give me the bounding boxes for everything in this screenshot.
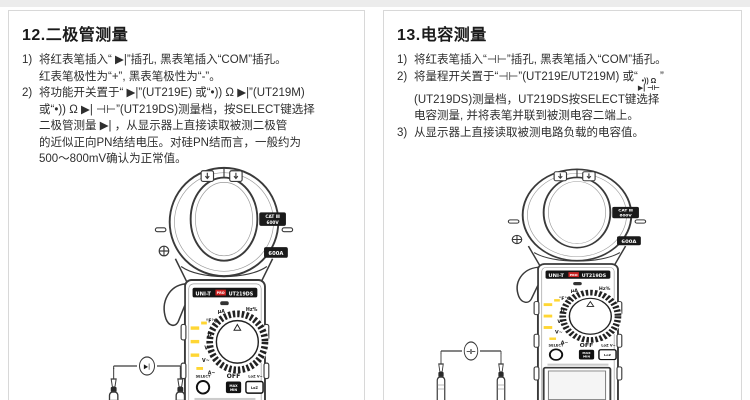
instruction-list: 1) 将红表笔插入“⊣⊢”插孔, 黑表笔插入“COM”插孔。 2) 将量程开关置于“… — [397, 52, 732, 141]
instruction-line: 或“•)) Ω ▶| ⊣⊢”(UT219DS)测量档，按SELECT键选择 — [22, 102, 357, 119]
instruction-line: 3) 从显示器上直接读取被测电路负载的电容值。 — [397, 125, 732, 142]
capacitor-under-test — [463, 341, 479, 361]
instruction-line: 的近似正向PN结结电压。对硅PN结而言，一般约为 — [22, 135, 357, 152]
combo-symbol-top: •)) Ω — [641, 77, 657, 85]
page-top-strip — [0, 0, 750, 7]
line-text: 或“•)) Ω ▶| ⊣⊢”(UT219DS)测量档，按SELECT键选择 — [39, 103, 315, 116]
instruction-line: 二极管测量 ▶| ，从显示器上直接读取被测二极管 — [22, 118, 357, 135]
line-marker: 1) — [22, 54, 33, 66]
instruction-list: 1) 将红表笔插入“ ▶|”插孔, 黑表笔插入“COM”插孔。 红表笔极性为“+”… — [22, 52, 357, 168]
line-text: (UT219DS)测量档，UT219DS按SELECT键选择 — [414, 93, 660, 106]
instruction-line: 2) 将功能开关置于“ ▶|”(UT219E) 或“•)) Ω ▶|”(UT219… — [22, 85, 357, 102]
instruction-line: 电容测量, 并将表笔并联到被测电容二端上。 — [397, 108, 732, 125]
capacitor-test-figure: ⊣⊢ — [436, 341, 506, 400]
clamp-meter-right — [496, 166, 658, 400]
red-probe — [108, 367, 119, 400]
line-marker: 2) — [397, 70, 408, 83]
diode-under-test — [139, 356, 155, 376]
instruction-line: (UT219DS)测量档，UT219DS按SELECT键选择 — [397, 92, 732, 109]
clamp-meter-left — [143, 164, 305, 400]
line-marker: 1) — [397, 54, 408, 66]
line-marker: 3) — [397, 126, 408, 139]
line-text: 500～800mV确认为正常值。 — [39, 153, 187, 165]
line-text: 的近似正向PN结结电压。对硅PN结而言，一般约为 — [39, 136, 301, 149]
line-text: 红表笔极性为“+”, 黑表笔极性为“-”。 — [39, 70, 221, 83]
section-heading: 13.电容测量 — [397, 27, 487, 44]
line-text: 将红表笔插入“⊣⊢”插孔, 黑表笔插入“COM”插孔。 — [414, 54, 667, 66]
section-capacitance-measurement: 13.电容测量 1) 将红表笔插入“⊣⊢”插孔, 黑表笔插入“COM”插孔。 2)… — [383, 10, 742, 400]
section-heading: 12.二极管测量 — [22, 27, 129, 44]
section-diode-measurement: 12.二极管测量 1) 将红表笔插入“ ▶|”插孔, 黑表笔插入“COM”插孔。 … — [8, 10, 365, 400]
line-marker: 2) — [22, 87, 33, 99]
line-text-post: ” — [659, 70, 664, 83]
instruction-line: 1) 将红表笔插入“ ▶|”插孔, 黑表笔插入“COM”插孔。 — [22, 52, 357, 69]
combo-symbol-bottom: ▶| ⊣⊢ — [637, 84, 660, 92]
instruction-line: 红表笔极性为“+”, 黑表笔极性为“-”。 — [22, 69, 357, 86]
diode-symbol: ▶| — [144, 363, 150, 371]
line-text: 从显示器上直接读取被测电路负载的电容值。 — [414, 126, 644, 139]
capacitor-symbol: ⊣⊢ — [466, 348, 476, 356]
combo-dial-symbol: •)) Ω▶| ⊣⊢ — [638, 78, 660, 92]
instruction-line: 2) 将量程开关置于“⊣⊢”(UT219E/UT219M) 或“•)) Ω▶| ⊣… — [397, 69, 732, 92]
instruction-line: 1) 将红表笔插入“⊣⊢”插孔, 黑表笔插入“COM”插孔。 — [397, 52, 732, 69]
line-text-pre: 将量程开关置于“⊣⊢”(UT219E/UT219M) 或“ — [414, 70, 638, 83]
instruction-line: 500～800mV确认为正常值。 — [22, 151, 357, 168]
red-probe — [436, 352, 446, 400]
diode-test-figure: ▶| — [108, 356, 186, 400]
line-text: 二极管测量 ▶| ，从显示器上直接读取被测二极管 — [39, 120, 288, 132]
line-text: 将红表笔插入“ ▶|”插孔, 黑表笔插入“COM”插孔。 — [39, 54, 287, 66]
line-text: 将功能开关置于“ ▶|”(UT219E) 或“•)) Ω ▶|”(UT219M) — [39, 87, 305, 99]
line-text: 电容测量, 并将表笔并联到被测电容二端上。 — [414, 110, 639, 122]
